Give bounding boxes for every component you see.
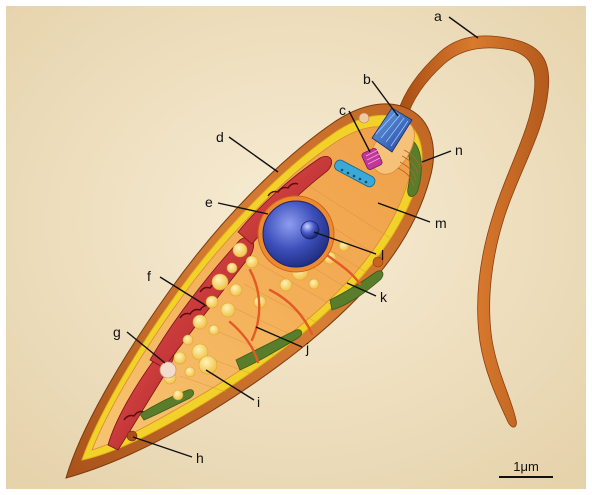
label-c: c xyxy=(339,102,346,118)
label-a: a xyxy=(434,8,442,24)
label-e: e xyxy=(205,194,213,210)
vacuole xyxy=(160,362,176,378)
label-k: k xyxy=(380,289,388,305)
label-n: n xyxy=(455,142,463,158)
granule xyxy=(359,113,369,123)
label-j: j xyxy=(305,340,309,356)
scale-bar-label: 1μm xyxy=(513,459,539,474)
nucleolus xyxy=(301,221,319,239)
label-m: m xyxy=(435,215,447,231)
label-b: b xyxy=(363,71,371,87)
label-l: l xyxy=(381,247,384,263)
label-g: g xyxy=(113,324,121,340)
label-f: f xyxy=(147,268,151,284)
nucleus xyxy=(258,196,334,272)
label-i: i xyxy=(257,394,260,410)
granule xyxy=(127,431,137,441)
label-h: h xyxy=(196,450,204,466)
label-d: d xyxy=(216,129,224,145)
